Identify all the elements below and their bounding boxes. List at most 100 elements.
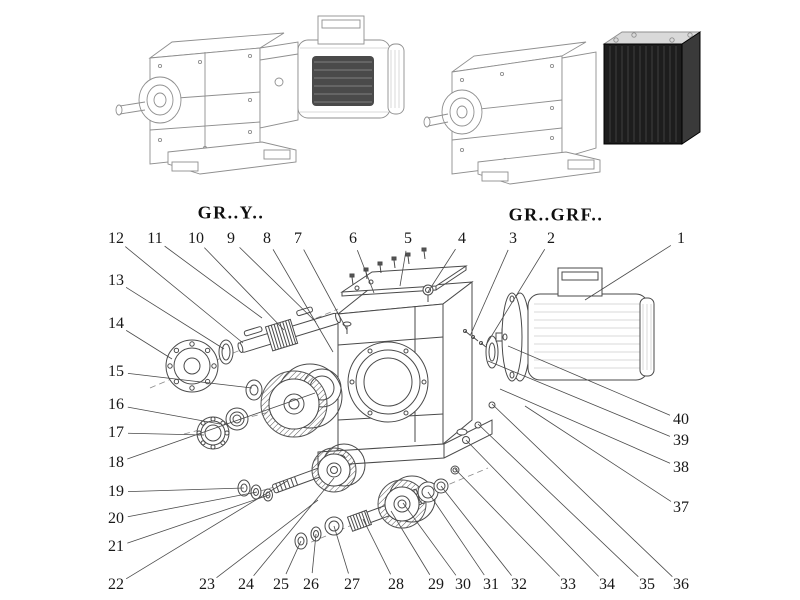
leader-line-30 (402, 502, 457, 576)
leader-line-23 (216, 499, 319, 579)
leader-line-36 (491, 403, 673, 577)
exploded-view (149, 247, 655, 550)
callout-30: 30 (455, 576, 471, 593)
callout-27: 27 (344, 576, 360, 593)
leader-line-10 (204, 247, 285, 331)
leader-line-9 (239, 247, 317, 323)
leader-line-15 (127, 373, 253, 389)
leader-line-13 (125, 287, 225, 350)
leader-line-6 (356, 250, 375, 294)
leader-line-29 (390, 510, 431, 575)
callout-17: 17 (108, 424, 124, 441)
leader-line-26 (311, 533, 317, 574)
callout-6: 6 (349, 230, 357, 247)
leader-line-18 (127, 392, 316, 460)
leader-line-4 (427, 248, 456, 293)
leader-line-33 (454, 468, 560, 577)
callout-20: 20 (108, 510, 124, 527)
callout-5: 5 (404, 230, 412, 247)
leader-line-21 (127, 494, 270, 544)
callout-28: 28 (388, 576, 404, 593)
leader-line-2 (485, 249, 546, 346)
leader-line-35 (477, 423, 639, 578)
callout-38: 38 (673, 459, 689, 476)
callout-25: 25 (273, 576, 289, 593)
callout-14: 14 (108, 315, 124, 332)
leader-line-7 (303, 249, 348, 331)
leader-line-5 (399, 250, 407, 287)
callout-4: 4 (458, 230, 466, 247)
callout-39: 39 (673, 432, 689, 449)
callout-32: 32 (511, 576, 527, 593)
callout-34: 34 (599, 576, 615, 593)
ball-bearing-small (225, 407, 249, 431)
callout-33: 33 (560, 576, 576, 593)
leader-line-25 (285, 540, 302, 575)
input-shaft-assembly (237, 306, 341, 353)
model-label-gr-y: GR..Y.. (197, 202, 265, 223)
leader-line-19 (127, 487, 245, 493)
leader-line-1 (584, 245, 672, 301)
cover-bolts (349, 247, 427, 291)
spacer-ring (245, 379, 263, 401)
model-label-gr-grf: GR..GRF.. (508, 204, 604, 225)
ball-bearing (196, 416, 230, 450)
gearbox-housing (317, 265, 493, 467)
leader-line-22 (126, 480, 288, 580)
callout-19: 19 (108, 483, 124, 500)
callout-2: 2 (547, 230, 555, 247)
callout-10: 10 (188, 230, 204, 247)
callout-26: 26 (303, 576, 319, 593)
callout-11: 11 (147, 230, 163, 247)
leader-line-34 (465, 439, 599, 577)
callout-21: 21 (108, 538, 124, 555)
callout-40: 40 (673, 411, 689, 428)
leader-line-39 (487, 360, 671, 437)
callout-9: 9 (227, 230, 235, 247)
callout-18: 18 (108, 454, 124, 471)
intermediate-gear (311, 443, 366, 493)
leader-line-24 (253, 477, 335, 576)
callout-35: 35 (639, 576, 655, 593)
leader-line-37 (524, 405, 672, 502)
leader-line-16 (127, 406, 221, 425)
callout-37: 37 (673, 499, 689, 516)
callout-12: 12 (108, 230, 124, 247)
leader-line-11 (164, 245, 263, 319)
output-gear (377, 475, 436, 529)
callout-15: 15 (108, 363, 124, 380)
callout-29: 29 (428, 576, 444, 593)
oil-seal (218, 339, 234, 365)
leader-line-31 (427, 491, 485, 576)
leader-line-20 (127, 491, 258, 518)
leader-line-8 (272, 249, 334, 353)
callout-7: 7 (294, 230, 302, 247)
leader-line-32 (440, 485, 512, 576)
illustration-gr-y (115, 15, 405, 175)
leader-line-12 (125, 246, 244, 344)
callout-22: 22 (108, 576, 124, 593)
leader-line-28 (362, 518, 391, 575)
callout-16: 16 (108, 396, 124, 413)
callout-23: 23 (199, 576, 215, 593)
terminal-box (557, 267, 603, 297)
leader-line-14 (125, 330, 173, 360)
callout-31: 31 (483, 576, 499, 593)
leader-line-40 (507, 345, 671, 416)
callout-1: 1 (677, 230, 685, 247)
shaft-key (243, 326, 263, 337)
large-gear (260, 363, 343, 438)
electric-motor (485, 267, 655, 382)
illustration-gr-grf (423, 31, 702, 185)
leader-line-27 (333, 525, 349, 574)
leader-line-3 (469, 249, 509, 337)
leader-line-17 (127, 432, 205, 436)
leader-line-38 (499, 388, 671, 464)
callout-8: 8 (263, 230, 271, 247)
callout-36: 36 (673, 576, 689, 593)
callout-13: 13 (108, 272, 124, 289)
callout-24: 24 (238, 576, 254, 593)
